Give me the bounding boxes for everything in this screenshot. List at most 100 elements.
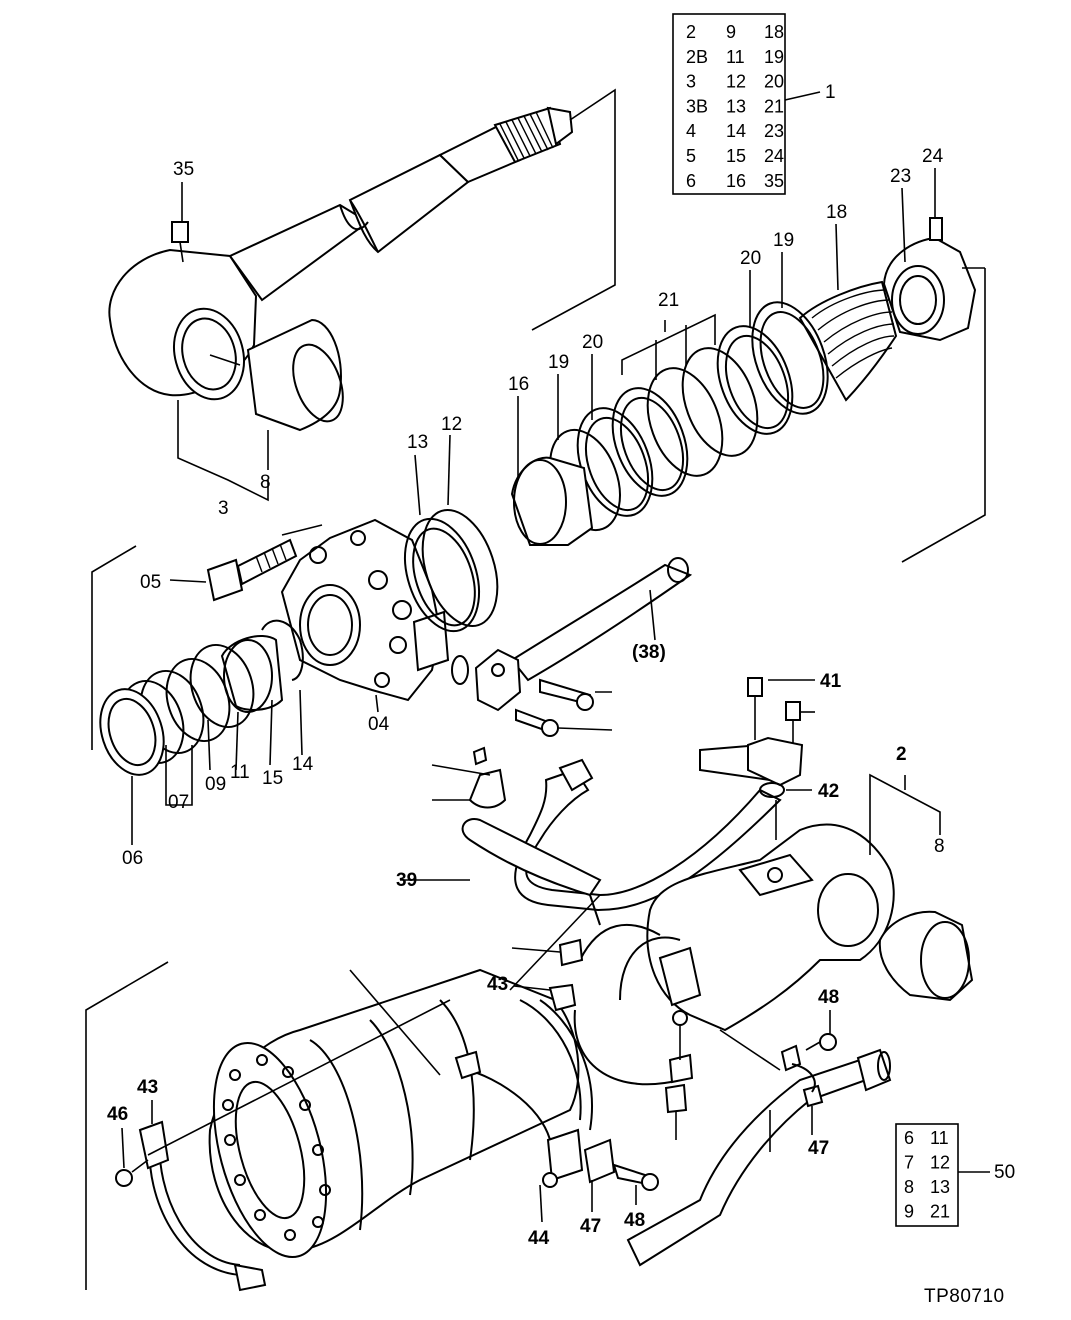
kit-table-1-cell-r6-c1: 5 <box>686 146 696 166</box>
callout-35: 35 <box>173 159 194 180</box>
kit-table-1-cell-r4-c3: 21 <box>764 96 784 116</box>
callout-20-upper: 20 <box>740 248 761 269</box>
ring-11 <box>189 643 255 729</box>
lower-hose-assembly <box>626 1010 892 1267</box>
ring-09 <box>165 657 231 743</box>
kit-table-1-cell-r3-c1: 3 <box>686 72 696 92</box>
kit-table-50-cell-r2-c1: 7 <box>904 1153 914 1173</box>
kit-table-50-label: 50 <box>994 1162 1015 1183</box>
bushing-15 <box>220 635 284 711</box>
kit-table-1-cell-r6-c3: 24 <box>764 146 784 166</box>
callout-labels: 35 3 8 24 23 18 19 20 21 20 19 16 13 12 … <box>107 146 945 1249</box>
callout-09: 09 <box>205 774 226 795</box>
callout-07: 07 <box>168 792 189 813</box>
callout-12: 12 <box>441 414 462 435</box>
callout-23: 23 <box>890 166 911 187</box>
kit-table-50-cell-r1-c2: 11 <box>930 1128 949 1148</box>
callout-24: 24 <box>922 146 944 167</box>
cylinder-tube <box>619 773 974 1032</box>
kit-table-1-cell-r1-c1: 2 <box>686 22 696 42</box>
socket-bolt <box>206 558 244 602</box>
guard-flange <box>212 1041 328 1259</box>
callout-8-lower: 8 <box>934 836 945 857</box>
kit-table-50-cell-r2-c2: 12 <box>930 1153 950 1173</box>
callout-8-upper: 8 <box>260 472 271 493</box>
callout-06: 06 <box>122 848 143 869</box>
kit-table-50-cell-r4-c1: 9 <box>904 1202 914 1222</box>
rod-shaft-mid <box>348 153 470 254</box>
cylinder-bushing <box>878 910 974 1002</box>
kit-table-1-label: 1 <box>825 82 836 103</box>
kit-table-1-cell-r6-c2: 15 <box>726 146 746 166</box>
wiper-06 <box>99 688 165 776</box>
callout-11: 11 <box>230 762 250 783</box>
callout-14: 14 <box>292 754 314 775</box>
callout-47-upper: 47 <box>808 1138 829 1159</box>
callout-38: (38) <box>632 642 666 663</box>
kit-table-1-cell-r2-c1: 2B <box>686 47 708 67</box>
cylinder-head <box>280 518 442 702</box>
kit-table-50-cell-r3-c2: 13 <box>930 1177 950 1197</box>
kit-table-1-cell-r2-c3: 19 <box>764 47 784 67</box>
callout-18: 18 <box>826 202 847 223</box>
split-flange <box>474 648 522 712</box>
callout-19-upper: 19 <box>773 230 794 251</box>
callout-39: 39 <box>396 870 417 891</box>
callout-3: 3 <box>218 498 229 519</box>
callout-20-lower: 20 <box>582 332 603 353</box>
callout-15: 15 <box>262 768 283 789</box>
kit-table-1-cell-r5-c2: 14 <box>726 121 746 141</box>
kit-table-50-border <box>895 1123 959 1227</box>
callout-46: 46 <box>107 1104 128 1125</box>
ring-12 <box>421 508 499 628</box>
bushing-16 <box>510 456 594 546</box>
kit-table-50: 6 11 7 12 8 13 9 21 50 <box>895 1123 1015 1227</box>
kit-table-1-cell-r4-c1: 3B <box>686 96 708 116</box>
kit-table-1-cell-r2-c2: 11 <box>726 47 745 67</box>
piston-rod-assembly <box>108 88 616 502</box>
grease-fitting <box>171 221 189 243</box>
kit-table-1-cell-r7-c1: 6 <box>686 171 696 191</box>
kit-table-1-cell-r7-c2: 16 <box>726 171 746 191</box>
callout-43-upper: 43 <box>487 974 508 995</box>
kit-table-50-cells: 6 11 7 12 8 13 9 21 <box>904 1128 950 1222</box>
callout-47-lower: 47 <box>580 1216 601 1237</box>
piston <box>798 280 898 402</box>
cylinder-head-assembly <box>91 434 499 845</box>
callout-41: 41 <box>820 671 842 692</box>
set-screw <box>929 217 943 241</box>
gland-nut <box>882 236 977 342</box>
cylinder-guard <box>85 894 781 1292</box>
callout-21: 21 <box>658 290 679 311</box>
kit-table-1-cell-r7-c3: 35 <box>764 171 784 191</box>
hose-38 <box>510 563 693 682</box>
kit-table-50-cell-r1-c1: 6 <box>904 1128 914 1148</box>
kit-table-1-cell-r3-c2: 12 <box>726 72 746 92</box>
rod-thread <box>493 106 562 164</box>
ring-20 <box>716 325 794 435</box>
kit-table-50-cell-r4-c2: 21 <box>930 1202 950 1222</box>
callout-19-lower: 19 <box>548 352 569 373</box>
callout-13: 13 <box>407 432 428 453</box>
rod-body <box>228 203 370 302</box>
callout-48-lower: 48 <box>624 1210 645 1231</box>
callout-44: 44 <box>528 1228 550 1249</box>
hose-lower <box>626 1058 868 1267</box>
callout-04: 04 <box>368 714 390 735</box>
kit-table-1-cell-r1-c2: 9 <box>726 22 736 42</box>
ring-13 <box>404 517 480 633</box>
cylinder-barrel <box>646 823 895 1032</box>
callout-2: 2 <box>896 744 907 765</box>
callout-43-lower: 43 <box>137 1077 158 1098</box>
seal-stack-upper <box>510 217 986 563</box>
callout-42: 42 <box>818 781 839 802</box>
kit-table-50-cell-r3-c1: 8 <box>904 1177 914 1197</box>
kit-table-1-cell-r1-c3: 18 <box>764 22 784 42</box>
o-ring-42 <box>759 782 785 798</box>
seal-21 <box>681 347 759 457</box>
kit-table-1-cell-r5-c3: 23 <box>764 121 784 141</box>
drawing-reference: TP80710 <box>924 1286 1005 1307</box>
kit-table-1-cell-r5-c1: 4 <box>686 121 696 141</box>
